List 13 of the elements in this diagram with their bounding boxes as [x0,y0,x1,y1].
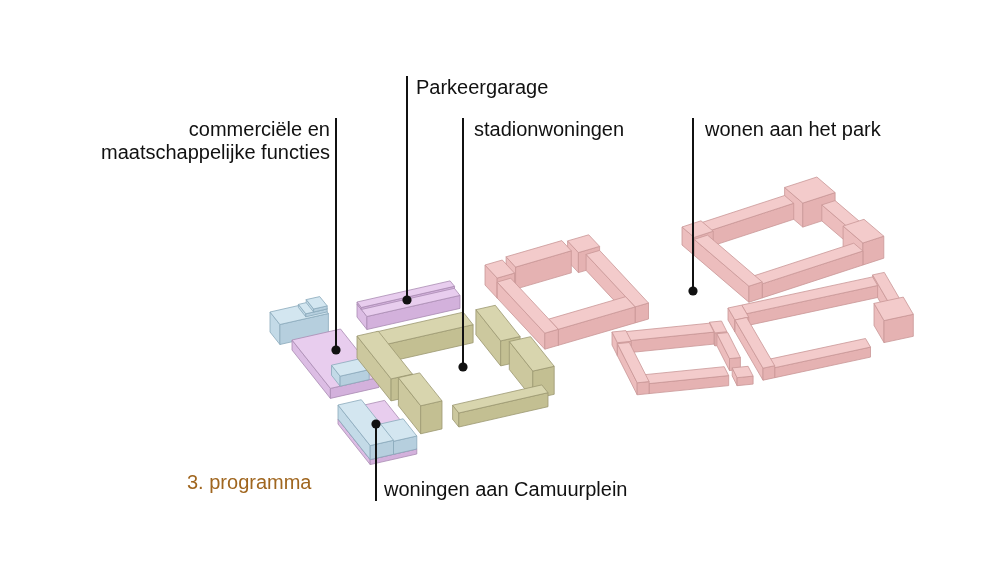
callout-label: wonen aan het park [693,118,881,141]
callout-label: Parkeergarage [407,76,549,99]
leader-line [402,75,412,305]
leader-line [331,117,341,355]
callout-label: commerciële en maatschappelijke functies [90,118,336,164]
building-cluster [484,176,914,396]
callout-label: woningen aan Camuurplein [376,478,628,501]
building-block [337,399,418,465]
leader-line [688,117,698,296]
callout-label: stadionwoningen [463,118,625,141]
leader-line [371,419,381,502]
leader-line [458,117,468,372]
caption: 3. programma [187,471,312,494]
